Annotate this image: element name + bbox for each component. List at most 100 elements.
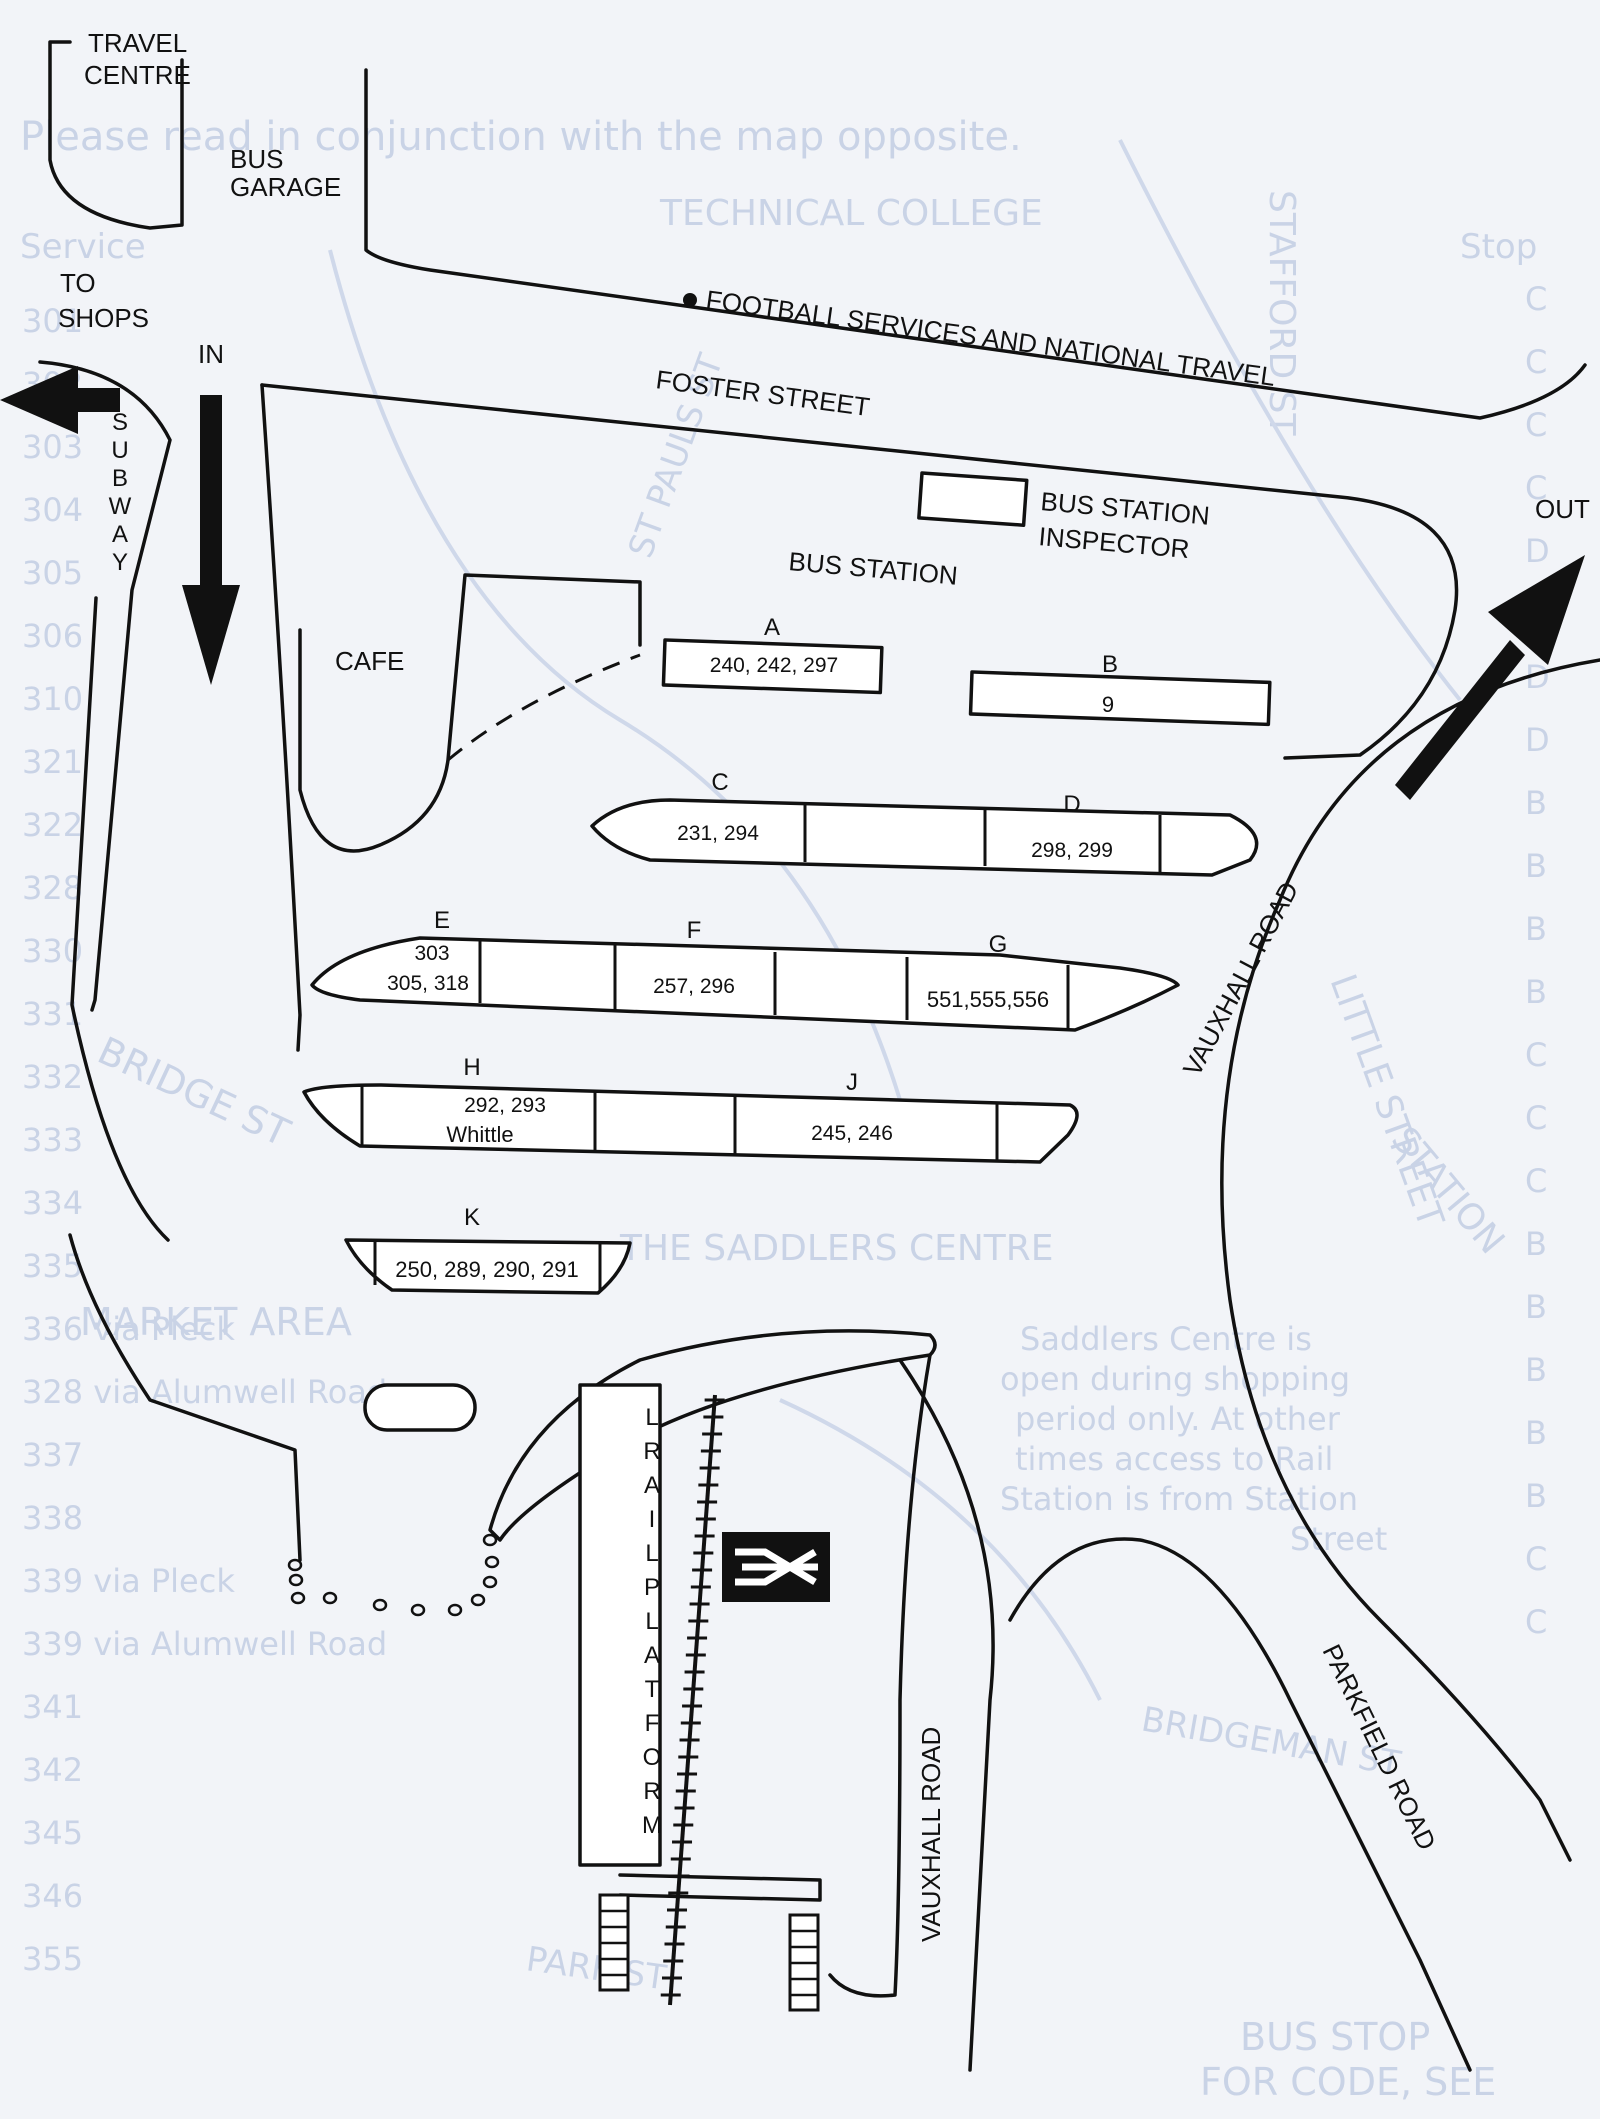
to-shops-label: TO bbox=[60, 268, 96, 298]
cafe-dashed-path bbox=[447, 653, 641, 762]
bleed-stop: Stop bbox=[1460, 227, 1537, 267]
stand-f-letter: F bbox=[687, 917, 702, 944]
stand-g-routes: 551,555,556 bbox=[927, 987, 1049, 1012]
footpath-dot bbox=[482, 1533, 498, 1547]
subway-label-letter: Y bbox=[112, 549, 128, 576]
subway-label-letter: U bbox=[111, 437, 128, 464]
bleed-route-row: 345 bbox=[22, 1814, 83, 1852]
railway-track bbox=[660, 1394, 725, 2006]
bleed-route-row: 339 via Alumwell Road bbox=[22, 1625, 387, 1663]
rail-logo bbox=[722, 1532, 830, 1602]
bus-station-label: BUS STATION bbox=[787, 546, 958, 591]
bleed-road bbox=[1118, 139, 1462, 702]
rail-station-east-wall bbox=[828, 1353, 932, 1998]
stand-k[interactable] bbox=[344, 1238, 632, 1295]
bleed-stop-code: D bbox=[1525, 532, 1550, 570]
bleed-stop-code: B bbox=[1525, 910, 1547, 948]
stand-h-routes: 292, 293 bbox=[464, 1094, 546, 1117]
stand-h-letter: H bbox=[463, 1054, 480, 1081]
stand-e-routes: 303 bbox=[414, 942, 449, 965]
stand-g-letter: G bbox=[989, 931, 1008, 958]
rail-platform-letter: L bbox=[645, 1608, 658, 1635]
arrows bbox=[0, 366, 1585, 800]
bleed-street: PARK ST bbox=[524, 1939, 669, 1998]
bleed-note-line: times access to Rail bbox=[1015, 1440, 1333, 1478]
bleed-route-row: 334 bbox=[22, 1184, 83, 1222]
bleed-stop-code: C bbox=[1525, 469, 1547, 507]
rail-platform-letter: L bbox=[645, 1540, 658, 1567]
rail-platform bbox=[578, 1383, 662, 1867]
bleed-route-row: 332 bbox=[22, 1058, 83, 1096]
bus-station-west-edge bbox=[260, 383, 302, 1052]
inspector-box bbox=[917, 471, 1029, 527]
bus-garage-label: GARAGE bbox=[230, 172, 341, 202]
footpath-dot bbox=[372, 1598, 388, 1612]
bus-garage-label: BUS bbox=[230, 144, 283, 174]
footpath-dot bbox=[288, 1573, 304, 1587]
bleed-route-row: 342 bbox=[22, 1751, 83, 1789]
footpath-dot bbox=[447, 1603, 463, 1617]
bleed-route-row: 328 via Alumwell Road bbox=[22, 1373, 387, 1411]
bleed-stop-code: C bbox=[1525, 1603, 1547, 1641]
stand-c-routes: 231, 294 bbox=[677, 822, 759, 845]
bleed-street: MARKET AREA bbox=[80, 1300, 352, 1344]
bleed-route-row: 337 bbox=[22, 1436, 83, 1474]
rail-platform-letter: P bbox=[644, 1574, 660, 1601]
in-arrow-icon bbox=[200, 395, 222, 595]
rail-platform-letter: L bbox=[645, 1404, 658, 1431]
bleed-route-row: 322 bbox=[22, 806, 83, 844]
bleed-stop-code: B bbox=[1525, 1288, 1547, 1326]
rail-platform-letter: O bbox=[643, 1744, 662, 1771]
bleed-route-row: 341 bbox=[22, 1688, 83, 1726]
stand-b-routes: 9 bbox=[1102, 692, 1114, 717]
footpath-dot bbox=[470, 1593, 486, 1607]
stand-b[interactable] bbox=[968, 670, 1272, 727]
stand-hj-island[interactable] bbox=[302, 1083, 1079, 1164]
bleed-header: Please read in conjunction with the map … bbox=[20, 114, 1022, 160]
bleed-note: Saddlers Centre is open during shopping … bbox=[1000, 1320, 1387, 1558]
bleed-note-line: Street bbox=[1290, 1520, 1387, 1558]
out-arrow-icon bbox=[1395, 640, 1525, 800]
bleed-service: Service bbox=[20, 227, 146, 267]
vauxhall-road-lower-east bbox=[898, 1358, 995, 2072]
bleed-stop-code: C bbox=[1525, 280, 1547, 318]
stand-d-letter: D bbox=[1063, 791, 1080, 818]
stand-efg-island[interactable] bbox=[310, 936, 1180, 1032]
bleed-stop-codes: CCCCDDDDBBBBCCCBBBBBCC bbox=[1525, 280, 1550, 1641]
bleed-route-row: 303 bbox=[22, 428, 83, 466]
subway-west-wall bbox=[70, 596, 170, 1242]
cafe-label: CAFE bbox=[335, 646, 404, 676]
rail-line bbox=[668, 1394, 717, 2006]
stand-k-routes: 250, 289, 290, 291 bbox=[395, 1257, 579, 1282]
footpath-dot bbox=[482, 1575, 498, 1589]
bleed-stop-code: C bbox=[1525, 343, 1547, 381]
market-area-edge bbox=[68, 1233, 302, 1562]
parkfield-road-kerb bbox=[1008, 1537, 1472, 2072]
subway-label-letter: B bbox=[112, 465, 128, 492]
rail-platform-letter: M bbox=[642, 1812, 662, 1839]
road-outlines bbox=[38, 40, 1600, 2072]
cafe-block bbox=[298, 573, 642, 853]
subway-east-wall bbox=[38, 360, 172, 1012]
stand-d-routes: 298, 299 bbox=[1031, 839, 1113, 862]
stand-a[interactable] bbox=[661, 638, 884, 695]
stand-a-routes: 240, 242, 297 bbox=[710, 654, 838, 677]
rail-platform-letter: R bbox=[643, 1778, 660, 1805]
subway-label-letter: S bbox=[112, 409, 128, 436]
bleed-route-row: 346 bbox=[22, 1877, 83, 1915]
bleed-footer-line: BUS STOP bbox=[1240, 2015, 1430, 2059]
subway-label-letter: W bbox=[109, 493, 132, 520]
bleed-stop-code: C bbox=[1525, 406, 1547, 444]
small-island bbox=[363, 1383, 477, 1432]
travel-centre-label: CENTRE bbox=[84, 60, 191, 90]
bleed-route-rows: 3013023033043053063103213223283303313323… bbox=[22, 302, 387, 1978]
bleed-stop-code: C bbox=[1525, 1036, 1547, 1074]
footpath-dots bbox=[287, 1533, 500, 1617]
to-shops-label: SHOPS bbox=[58, 303, 149, 333]
stand-a-letter: A bbox=[764, 614, 780, 641]
stand-cd-island[interactable] bbox=[590, 798, 1259, 877]
footpath-dot bbox=[484, 1555, 500, 1569]
stand-f-routes: 257, 296 bbox=[653, 975, 735, 998]
rail-platform-letter: T bbox=[645, 1676, 660, 1703]
